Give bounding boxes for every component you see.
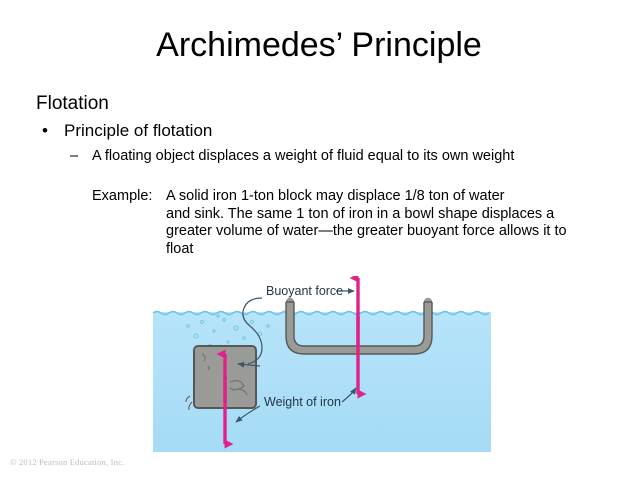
label-weight-of-iron: Weight of iron [264,395,341,409]
bullet-label-principle-of-flotation: Principle of flotation [64,121,213,140]
label-buoyant-force: Buoyant force [266,284,343,298]
dash-marker-icon: – [70,148,79,164]
example-block: Example: A solid iron 1-ton block may di… [92,188,592,258]
buoyant-force-leader-arrow [237,361,261,368]
weight-of-iron-leader-line [235,405,261,423]
sub-bullet-label-displacement: A floating object displaces a weight of … [92,148,515,164]
bullet-dot-icon: • [42,121,48,140]
buoyant-force-leader-line [242,297,263,365]
page-title: Archimedes’ Principle [156,26,482,64]
archimedes-flotation-illustration: Buoyant force Weight of iron [152,276,492,454]
example-label: Example: [92,188,153,204]
copyright-footer: © 2012 Pearson Education, Inc. [10,457,125,467]
sub-bullet-item-displacement: – A floating object displaces a weight o… [70,148,590,166]
example-remaining-text: and sink. The same 1 ton of iron in a bo… [166,205,567,257]
iron-block [185,345,257,411]
bullet-item-principle-of-flotation: • Principle of flotation [42,120,212,142]
example-first-line: A solid iron 1-ton block may displace 1/… [166,188,505,204]
section-heading-flotation: Flotation [36,93,109,114]
weight-of-iron-bowl-leader [341,387,357,403]
